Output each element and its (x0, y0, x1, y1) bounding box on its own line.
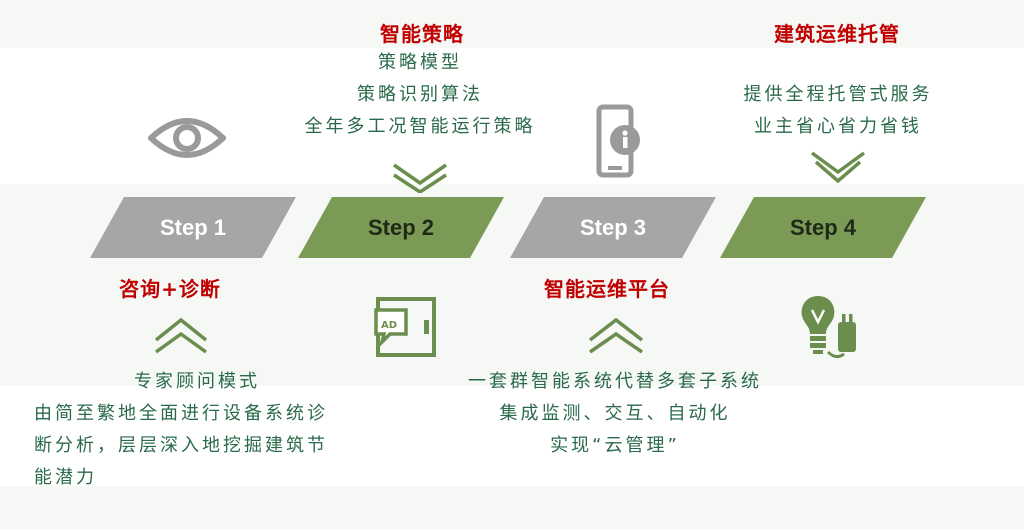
chevron-down-icon (806, 150, 870, 184)
step-1-banner: Step 1 (90, 197, 296, 258)
stage2-title: 智能策略 (380, 22, 464, 46)
stage3-desc-line: 集成监测、交互、自动化 (499, 403, 731, 424)
chevron-up-icon (152, 316, 210, 356)
svg-text:AD: AD (381, 320, 397, 331)
ad-board-icon: AD (372, 296, 436, 358)
stage2-desc: 策略模型 策略识别算法 全年多工况智能运行策略 (270, 47, 570, 143)
stage4-title: 建筑运维托管 (774, 22, 900, 46)
chevron-down-icon (388, 161, 452, 193)
stage2-desc-line: 策略识别算法 (357, 84, 483, 105)
step-3-label: Step 3 (579, 214, 647, 240)
stage4-desc-line: 业主省心省力省钱 (754, 116, 922, 137)
stage1-title: 咨询+诊断 (119, 277, 221, 301)
stage1-desc: 专家顾问模式 由简至繁地全面进行设备系统诊 断分析，层层深入地挖掘建筑节 能潜力 (34, 366, 374, 494)
stage3-title: 智能运维平台 (544, 277, 670, 301)
stage1-desc-line: 由简至繁地全面进行设备系统诊 (34, 403, 328, 424)
step-3-banner: Step 3 (510, 197, 716, 258)
stage3-desc-line: 一套群智能系统代替多套子系统 (468, 371, 762, 392)
step-4-banner: Step 4 (720, 197, 926, 258)
stage4-desc-line: 提供全程托管式服务 (743, 84, 933, 105)
stage4-desc: 提供全程托管式服务 业主省心省力省钱 (700, 79, 976, 143)
step-2-label: Step 2 (367, 214, 435, 240)
bottom-band (0, 386, 1024, 486)
eye-icon (148, 114, 226, 162)
stage1-desc-line: 能潜力 (34, 467, 97, 488)
step-1-label: Step 1 (159, 214, 227, 240)
phone-info-icon (596, 104, 644, 178)
stage1-desc-line: 专家顾问模式 (134, 371, 260, 392)
chevron-up-icon (586, 316, 646, 356)
stage3-desc-line: 实现“云管理” (550, 435, 680, 456)
lightbulb-plug-icon (800, 294, 860, 362)
stage3-desc: 一套群智能系统代替多套子系统 集成监测、交互、自动化 实现“云管理” (440, 366, 790, 462)
step-4-label: Step 4 (789, 214, 857, 240)
step-2-banner: Step 2 (298, 197, 504, 258)
stage2-desc-line: 策略模型 (378, 52, 462, 73)
stage1-desc-line: 断分析，层层深入地挖掘建筑节 (34, 435, 328, 456)
stage2-desc-line: 全年多工况智能运行策略 (304, 116, 536, 137)
